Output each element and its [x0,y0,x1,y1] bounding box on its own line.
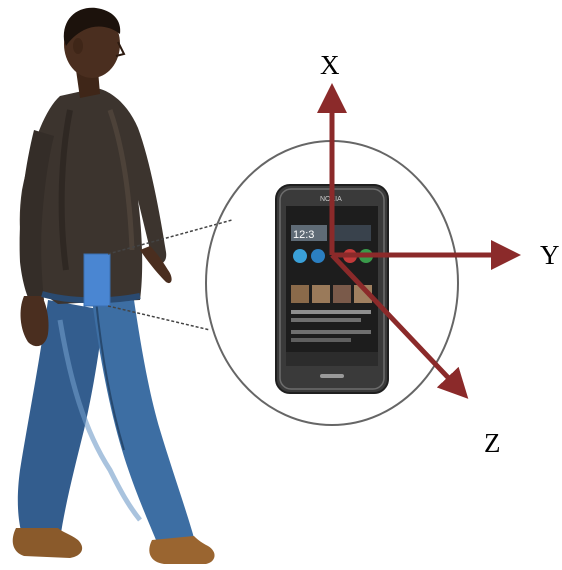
screen-text-line-3 [291,330,371,334]
callout-line-bottom [107,305,211,331]
z-axis-label: Z [484,428,501,458]
thumbnail-1 [291,285,309,303]
phone-home-key [320,374,344,378]
ear [73,38,83,54]
back-shoe [12,528,83,558]
hair [63,7,121,46]
screen-widget-2 [331,225,371,241]
screen-clock-text: 12:3 [293,229,314,241]
back-hand [20,296,49,347]
z-axis-arrow [330,253,469,399]
screen-text-line-2 [291,318,361,322]
thumbnail-2 [312,285,330,303]
jeans-seam [95,299,125,451]
callout-line-top [107,219,233,255]
walking-person-illustration [12,7,215,564]
coordinate-axes [317,83,521,399]
front-leg [92,300,196,545]
nose [115,41,126,57]
screen-bottom-bar [286,352,378,366]
shirt-highlight [107,109,135,251]
front-shoe [149,536,215,564]
thumbnail-3 [333,285,351,303]
shirt-shading [58,109,73,271]
y-axis-label: Y [540,240,560,270]
back-arm [19,130,54,302]
screen-text-line-4 [291,338,351,342]
app-icon-1 [293,249,307,263]
app-icon-2 [311,249,325,263]
screen-clock-widget [291,225,327,241]
x-axis-label: X [320,50,340,80]
screen-text-line-1 [291,310,371,314]
front-hand [140,246,172,284]
phone-position-marker [83,253,111,307]
back-leg [17,300,105,540]
jeans-highlight [57,319,142,522]
